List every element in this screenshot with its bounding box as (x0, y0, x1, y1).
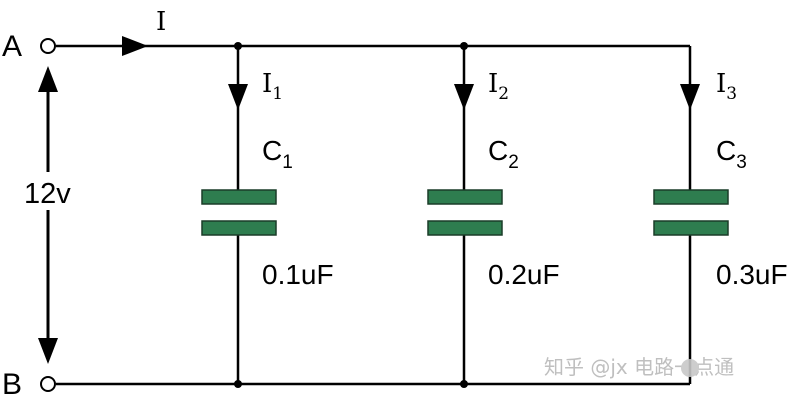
branch-1-current-label: I1 (262, 69, 283, 104)
branch-2-current-arrow (454, 84, 474, 110)
terminal-a-label: A (2, 30, 22, 63)
branch-3-capacitor-plate-top (653, 189, 729, 205)
branch-2: I2 C2 0.2uF (427, 42, 560, 388)
main-current-arrow (122, 36, 148, 56)
branch-1-capacitor-plate-bottom (201, 220, 277, 236)
branch-3-capacitance-value: 0.3uF (716, 259, 788, 290)
branch-2-current-label: I2 (488, 69, 509, 104)
voltage-arrow-head-up (38, 66, 58, 92)
branch-2-capacitor-plate-top (427, 189, 503, 205)
terminal-b-label: B (2, 368, 22, 401)
branch-1-bottom-junction (234, 380, 242, 388)
branch-3-current-label: I3 (716, 69, 737, 104)
watermark-text: 知乎 @jx 电路一点通 (544, 355, 734, 379)
branch-2-bottom-junction (460, 380, 468, 388)
branch-1-top-junction (234, 42, 242, 50)
branch-2-capacitor-plate-bottom (427, 220, 503, 236)
branch-3-capacitor-label: C3 (716, 135, 747, 173)
branch-2-top-junction (460, 42, 468, 50)
branch-1-capacitance-value: 0.1uF (262, 259, 334, 290)
branch-2-capacitor-label: C2 (488, 135, 519, 173)
main-current-label: I (156, 7, 166, 37)
watermark: 知乎 @jx 电路一点通 (544, 355, 734, 379)
branch-3-current-arrow (680, 84, 700, 110)
voltage-arrow-head-down (38, 338, 58, 364)
voltage-label-bg (18, 172, 78, 210)
terminal-b-node (40, 376, 56, 392)
branch-1: I1 C1 0.1uF (201, 42, 334, 388)
wechat-icon (681, 359, 699, 377)
branch-1-capacitor-plate-top (201, 189, 277, 205)
branch-3-capacitor-plate-bottom (653, 220, 729, 236)
terminal-a-node (40, 38, 56, 54)
branch-1-current-arrow (228, 84, 248, 110)
voltage-label: 12v (24, 178, 71, 210)
branch-1-capacitor-label: C1 (262, 135, 293, 173)
branch-3: I3 C3 0.3uF (653, 46, 788, 384)
branch-2-capacitance-value: 0.2uF (488, 259, 560, 290)
